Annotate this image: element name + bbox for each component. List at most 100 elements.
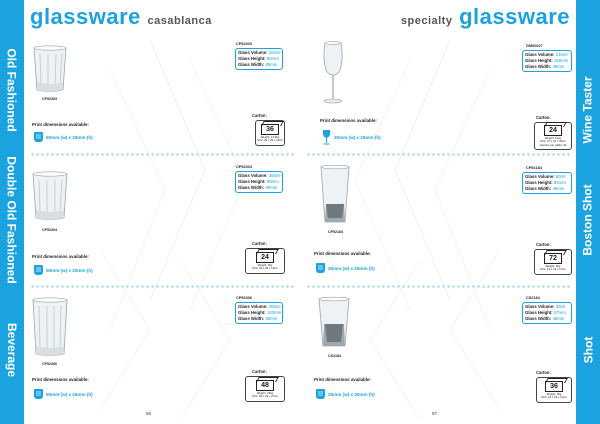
spec-width: Glass Width: 46mm	[525, 186, 565, 191]
spec-height: Glass Height: 159mm	[525, 58, 569, 63]
wine-print-area-icon	[322, 130, 331, 145]
spec-width: Glass Width: 85mm	[238, 316, 278, 321]
page-number: 56	[146, 411, 152, 416]
shot-glass-image	[318, 296, 350, 347]
carton-icon: 36	[261, 123, 279, 135]
wine-taster-glass-image	[323, 41, 343, 104]
spec-box: Glass Volume: 260ml Glass Height: 90mm G…	[235, 48, 283, 70]
section-divider	[306, 284, 570, 289]
spec-box: Glass Volume: 215ml Glass Height: 159mm …	[522, 50, 572, 72]
print-area-icon	[316, 263, 325, 273]
carton-icon: 48	[256, 379, 274, 391]
page-title: specialty glassware	[401, 4, 570, 30]
carton-label: Carton:	[252, 369, 267, 374]
print-dimensions-label: Print dimensions available:	[314, 377, 371, 382]
spec-width: Glass Width: 85mm	[238, 62, 278, 67]
print-dimensions-label: Print dimensions available:	[314, 251, 371, 256]
carton-icon: 36	[545, 380, 563, 392]
print-dimensions: 25mm (w) x 25mm (h)	[316, 263, 375, 273]
carton-icon: 72	[544, 252, 562, 264]
carton-box: 24 Weight: 9kg Size: 29 x 39 x 13cm	[245, 248, 285, 274]
spec-code: CP52303	[236, 42, 252, 46]
spec-code: CP52304	[236, 165, 252, 169]
print-dimensions: 50mm (w) x 20mm (h)	[34, 265, 93, 275]
carton-box: 48 Weight: 15kg Size: 39 x 29 x 27cm	[245, 376, 285, 402]
product-code: CP52184	[328, 230, 343, 234]
print-dimensions-label: Print dimensions available:	[320, 118, 377, 123]
print-dimensions-value: 50mm (w) x 28mm (h)	[46, 134, 93, 140]
side-bar	[576, 0, 600, 424]
print-area-icon	[34, 265, 43, 275]
carton-detail: Weight: 9kg Size: 19 x 24 x 17cm	[540, 263, 566, 271]
print-dimensions-label: Print dimensions available:	[32, 377, 89, 382]
print-area-icon	[316, 389, 325, 399]
carton-box: 72 Weight: 9kg Size: 19 x 24 x 17cm	[534, 249, 572, 275]
side-label-boston-shot: Boston Shot	[581, 184, 596, 256]
spec-height: Glass Height: 120mm	[238, 310, 282, 315]
print-dimensions-value: 50mm (w) x 20mm (h)	[46, 267, 93, 273]
print-dimensions-value: 25mm (w) x 30mm (h)	[328, 391, 375, 397]
subtitle-text: casablanca	[147, 15, 212, 27]
spec-height: Glass Height: 99mm	[238, 179, 279, 184]
spec-width: Glass Width: 48mm	[525, 64, 565, 69]
spec-volume: Glass Volume: 215ml	[525, 52, 568, 57]
spec-code: CS2184	[526, 296, 540, 300]
spec-box: Glass Volume: 355ml Glass Height: 120mm …	[235, 302, 283, 324]
print-area-icon	[34, 132, 43, 142]
spec-volume: Glass Volume: 355ml	[238, 173, 281, 178]
carton-box: 36 Weight: 13.5kg Size: 39 x 39 x 15cm	[255, 120, 285, 146]
spec-box: Glass Volume: 355ml Glass Height: 99mm G…	[235, 171, 283, 193]
print-dimensions-value: 30mm (w) x 25mm (h)	[334, 134, 381, 140]
print-dimensions-value: 50mm (w) x 25mm (h)	[46, 391, 93, 397]
side-bar	[0, 0, 24, 424]
spec-volume: Glass Volume: 60ml	[525, 174, 566, 179]
side-label-wine-taster: Wine Taster	[581, 76, 595, 144]
section-divider	[306, 152, 570, 157]
title-text: glassware	[30, 4, 141, 29]
carton-box: 36 Weight: 3kg Size: 24 x 19 x 12cm	[536, 377, 572, 403]
spec-height: Glass Height: 84mm	[525, 180, 566, 185]
carton-label: Carton:	[536, 370, 551, 375]
spec-box: Glass Volume: 30ml Glass Height: 57mm Gl…	[522, 302, 572, 324]
print-dimensions: 30mm (w) x 25mm (h)	[322, 129, 381, 145]
print-dimensions: 25mm (w) x 30mm (h)	[316, 389, 375, 399]
print-dimensions-value: 25mm (w) x 25mm (h)	[328, 265, 375, 271]
product-code: CP52306	[42, 362, 57, 366]
left-page: Old Fashioned Double Old Fashioned Bever…	[0, 0, 300, 424]
carton-detail: Weight: 3kg Size: 24 x 19 x 12cm	[541, 391, 567, 399]
side-label-beverage: Beverage	[5, 322, 20, 378]
carton-detail: Weight: 9kg Size: 29 x 39 x 13cm	[252, 262, 278, 270]
side-label-shot: Shot	[581, 336, 596, 364]
section-divider	[30, 284, 294, 289]
spec-code: CP52184	[526, 166, 542, 170]
spec-width: Glass Width: 48mm	[525, 316, 565, 321]
carton-detail: Weight: 5+kg Size: 37 x 24 x 30cm Carton…	[539, 135, 567, 147]
carton-label: Carton:	[252, 241, 267, 246]
double-old-fashioned-glass-image	[32, 171, 68, 220]
print-dimensions-label: Print dimensions available:	[32, 254, 89, 259]
subtitle-text: specialty	[400, 15, 453, 27]
page-number: 57	[432, 411, 438, 416]
side-label-old-fashioned: Old Fashioned	[5, 48, 19, 132]
product-code: CP52304	[42, 228, 57, 232]
product-code: CP52303	[42, 97, 57, 101]
spec-code: GM60027	[526, 44, 543, 48]
spec-volume: Glass Volume: 355ml	[238, 304, 281, 309]
carton-icon: 24	[256, 251, 274, 263]
side-label-double-old-fashioned: Double Old Fashioned	[5, 156, 19, 284]
spec-box: Glass Volume: 60ml Glass Height: 84mm Gl…	[522, 172, 572, 194]
spec-code: CP52306	[236, 296, 252, 300]
title-text: glassware	[459, 4, 570, 29]
print-dimensions-label: Print dimensions available:	[32, 122, 89, 127]
spec-volume: Glass Volume: 260ml	[238, 50, 281, 55]
carton-label: Carton:	[252, 113, 267, 118]
carton-icon: 24	[544, 124, 562, 136]
carton-detail: Weight: 15kg Size: 39 x 29 x 27cm	[252, 390, 278, 398]
product-code: CS2184	[328, 354, 341, 358]
print-dimensions: 50mm (w) x 25mm (h)	[34, 389, 93, 399]
beverage-glass-image	[32, 297, 68, 356]
print-dimensions: 50mm (w) x 28mm (h)	[34, 132, 93, 142]
carton-label: Carton:	[536, 242, 551, 247]
right-page: Wine Taster Boston Shot Shot specialty g…	[300, 0, 600, 424]
spec-width: Glass Width: 90mm	[238, 185, 278, 190]
